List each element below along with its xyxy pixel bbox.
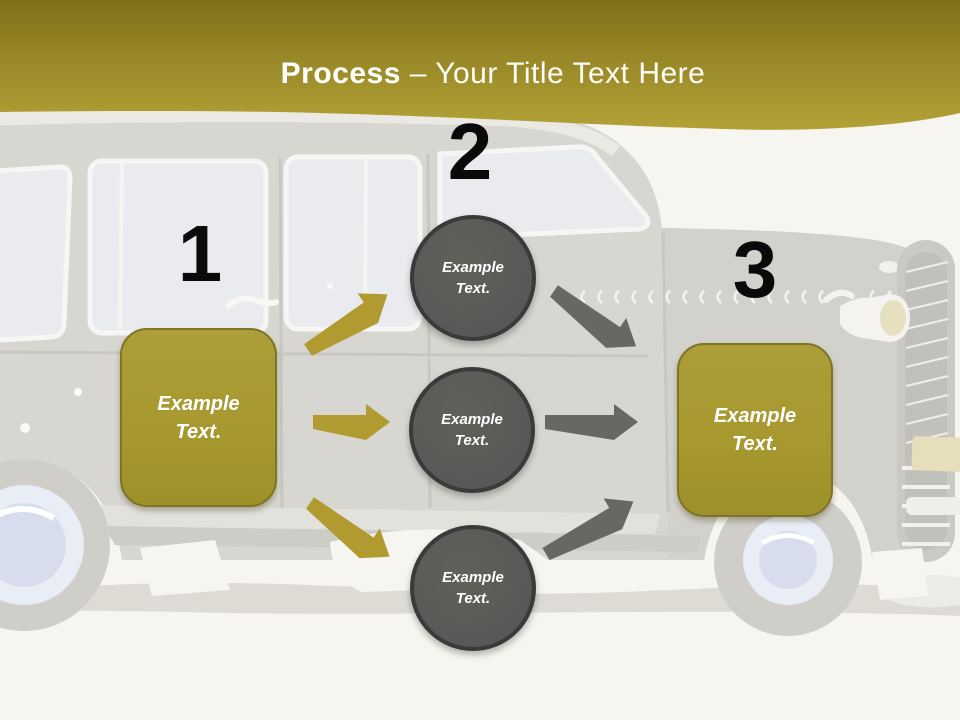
gray-arrow-down-icon	[550, 285, 637, 348]
car-plate	[911, 436, 960, 472]
step-number-1: 1	[177, 209, 223, 298]
step-2-middle-label: Example Text.	[441, 411, 503, 449]
title-keyword: Process	[280, 57, 401, 90]
step-2-circle-middle[interactable]: Example Text.	[409, 367, 535, 493]
step-3-label: Example Text.	[713, 405, 797, 455]
step-1-box[interactable]: Example Text.	[120, 328, 277, 507]
step-3-box[interactable]: Example Text.	[677, 343, 833, 517]
step-2-top-label: Example Text.	[442, 259, 504, 297]
step-1-label: Example Text.	[157, 392, 240, 443]
step-2-bottom-label: Example Text.	[442, 569, 504, 607]
gray-arrow-right-icon	[545, 404, 638, 440]
gold-arrow-right-icon	[313, 404, 390, 440]
step-number-2: 2	[447, 107, 493, 196]
car-trim-bar	[906, 497, 960, 515]
step-2-circle-bottom[interactable]: Example Text.	[410, 525, 536, 651]
gold-arrow-up-icon	[303, 293, 388, 356]
gray-arrow-up-icon	[542, 498, 634, 561]
car-grille	[897, 240, 955, 562]
gold-arrows	[303, 293, 390, 559]
car-rear-wheel	[0, 459, 110, 631]
title-band	[0, 0, 960, 130]
gold-arrow-down-icon	[306, 497, 390, 559]
title-subtext: – Your Title Text Here	[400, 57, 706, 90]
step-number-3: 3	[732, 225, 778, 314]
slide-title[interactable]: Process – Your Title Text Here	[0, 54, 960, 94]
step-2-circle-top[interactable]: Example Text.	[410, 215, 536, 341]
car-door-handle	[225, 295, 279, 309]
car-front-wheel	[714, 488, 862, 636]
car-horn-icon	[823, 289, 910, 342]
car-running-board	[92, 505, 660, 534]
car-roof-highlight	[0, 109, 620, 156]
car-radiator-cap	[879, 261, 899, 273]
gray-arrows	[542, 285, 638, 561]
